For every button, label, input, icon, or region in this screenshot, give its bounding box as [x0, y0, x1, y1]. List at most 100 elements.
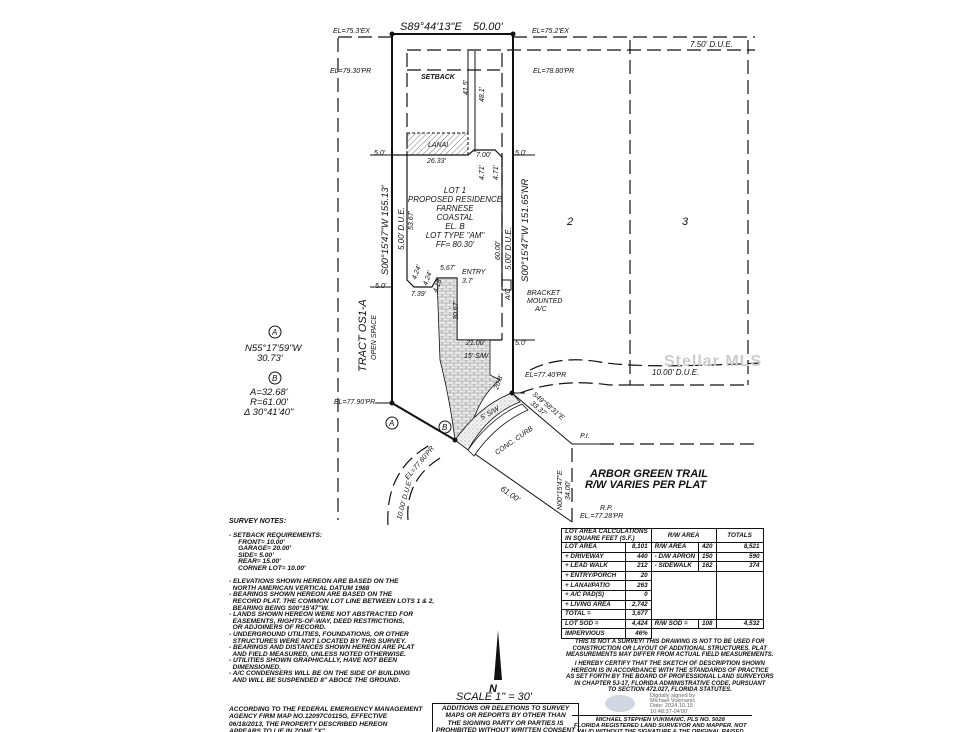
street-name: ARBOR GREEN TRAIL [589, 468, 708, 480]
curve-b-letter: B [442, 423, 448, 432]
lanai-area [406, 132, 469, 156]
tract-label: TRACT OS1-A [357, 299, 369, 372]
open-space-label: OPEN SPACE [371, 315, 378, 360]
ac-label: A/C [505, 287, 512, 301]
walk-label: 15' S/W [464, 353, 490, 360]
north-arrow-icon: N [489, 630, 502, 695]
dimension-label: 53.67' [408, 210, 415, 230]
concrete-curb [467, 403, 529, 457]
dimension-label: 7.00' [476, 152, 492, 159]
lot-label-line: FF= 80.30' [436, 240, 475, 249]
rw-value: 162 [698, 561, 717, 572]
street-rw-label: R/W VARIES PER PLAT [585, 479, 707, 491]
curve-a-marker [268, 325, 282, 339]
empty-cell [715, 580, 764, 591]
easement-lines [337, 36, 761, 526]
empty-cell [715, 571, 764, 581]
empty-cell [650, 600, 717, 610]
curve-b-letter: B [272, 374, 278, 383]
header-lot-area: LOT AREA CALCULATIONS IN SQUARE FEET (S.… [561, 528, 652, 543]
empty-cell [715, 600, 764, 610]
row-value: 2,742 [625, 599, 652, 611]
not-a-survey-disclaimer: THIS IS NOT A SURVEY! THIS DRAWING IS NO… [566, 639, 774, 659]
empty-cell [650, 571, 717, 581]
setback-dimension: 5.0' [515, 150, 527, 157]
row-label: TOTAL = [560, 609, 627, 620]
curve-a-distance: 30.73' [257, 353, 284, 364]
surveyor-seal [605, 695, 635, 712]
lot-1-label: LOT 1 PROPOSED RESIDENCE FARNESE COASTAL… [408, 186, 503, 249]
survey-notes-title: SURVEY NOTES: [229, 518, 287, 525]
rp-distance: 34.00' [565, 480, 572, 500]
flood-zone-note: ACCORDING TO THE FEDERAL EMERGENCY MANAG… [229, 706, 423, 732]
table-row: TOTAL =3,677 [560, 609, 764, 620]
lot-label-line: LOT 1 [444, 186, 466, 195]
rw-label: R/W AREA [650, 542, 700, 553]
dimension-label: 3.7' [462, 278, 474, 285]
rw-label: - SIDEWALK [650, 561, 700, 572]
dimension-label: 4.24' [411, 264, 423, 281]
header-rw-area: R/W AREA [650, 528, 717, 543]
row-label: LOT AREA [560, 542, 627, 553]
row-total: 590 [715, 551, 764, 563]
corner-points [389, 31, 516, 443]
curve-a-letter: A [388, 419, 394, 428]
lot-label-line: EL. B [445, 222, 465, 231]
lanai-label: LANAI [428, 142, 448, 149]
rp-label: R.P. [600, 505, 613, 512]
row-total: 8,521 [715, 542, 764, 553]
row-value: 0 [625, 589, 652, 601]
elevation-label: EL.=77.28'PR [580, 513, 623, 520]
additions-note: ADDITIONS OR DELETIONS TO SURVEY MAPS OR… [432, 703, 580, 732]
dimension-label: 5.67' [440, 265, 456, 272]
dimension-label: 20.8' [493, 374, 505, 392]
easement-label: 5.00' D.U.E. [504, 227, 513, 270]
distance-label: 61.00' [499, 484, 522, 504]
row-total: 374 [715, 561, 764, 572]
curve-b-delta: Δ 30°41'40" [243, 407, 294, 418]
dimension-label: 4.71' [493, 164, 500, 180]
row-label: + LEAD WALK [560, 561, 627, 572]
row-value: 20 [625, 570, 652, 582]
row-value: 8,101 [625, 542, 652, 553]
rw-value: 420 [698, 542, 717, 553]
easement-label: 10.00' D.U.E. [652, 368, 699, 377]
dimension-label: 21.00' [465, 340, 486, 347]
row-label: + ENTRY/PORCH [560, 570, 627, 582]
area-calculations-table: LOT AREA CALCULATIONS IN SQUARE FEET (S.… [560, 528, 764, 639]
curve-b-marker [438, 420, 452, 434]
empty-cell [650, 580, 717, 591]
row-label: LOT SOD = [560, 618, 627, 630]
empty-cell [715, 609, 764, 620]
dimension-label: 4.18' [432, 277, 444, 294]
lot-label-line: COASTAL [437, 213, 474, 222]
row-value: 440 [625, 551, 652, 563]
top-bearing: S89°44'13"E [400, 21, 462, 33]
top-distance: 50.00' [473, 21, 504, 33]
row-value: 46% [625, 628, 652, 639]
dimension-label: 48.1' [479, 86, 486, 102]
scale-label: SCALE 1" = 30' [456, 691, 533, 703]
rw-value: 108 [698, 618, 717, 630]
curb-label: CONC. CURB [494, 425, 535, 456]
row-total: 4,532 [715, 618, 764, 630]
rp-bearing: N00°15'47"E [556, 470, 564, 510]
dimension-label: 60.00' [495, 240, 502, 260]
lot-label-line: FARNESE [436, 204, 474, 213]
easement-label: 5.00' D.U.E. [397, 207, 406, 250]
curve-a-letter: A [271, 328, 277, 337]
easement-label: 7.50' D.U.E. [690, 40, 733, 49]
watermark: Stellar MLS [664, 353, 763, 370]
elevation-label: EL=77.40'PR [525, 372, 566, 379]
table-header: LOT AREA CALCULATIONS IN SQUARE FEET (S.… [561, 528, 764, 543]
empty-cell [715, 590, 764, 601]
signature-line [572, 715, 752, 716]
